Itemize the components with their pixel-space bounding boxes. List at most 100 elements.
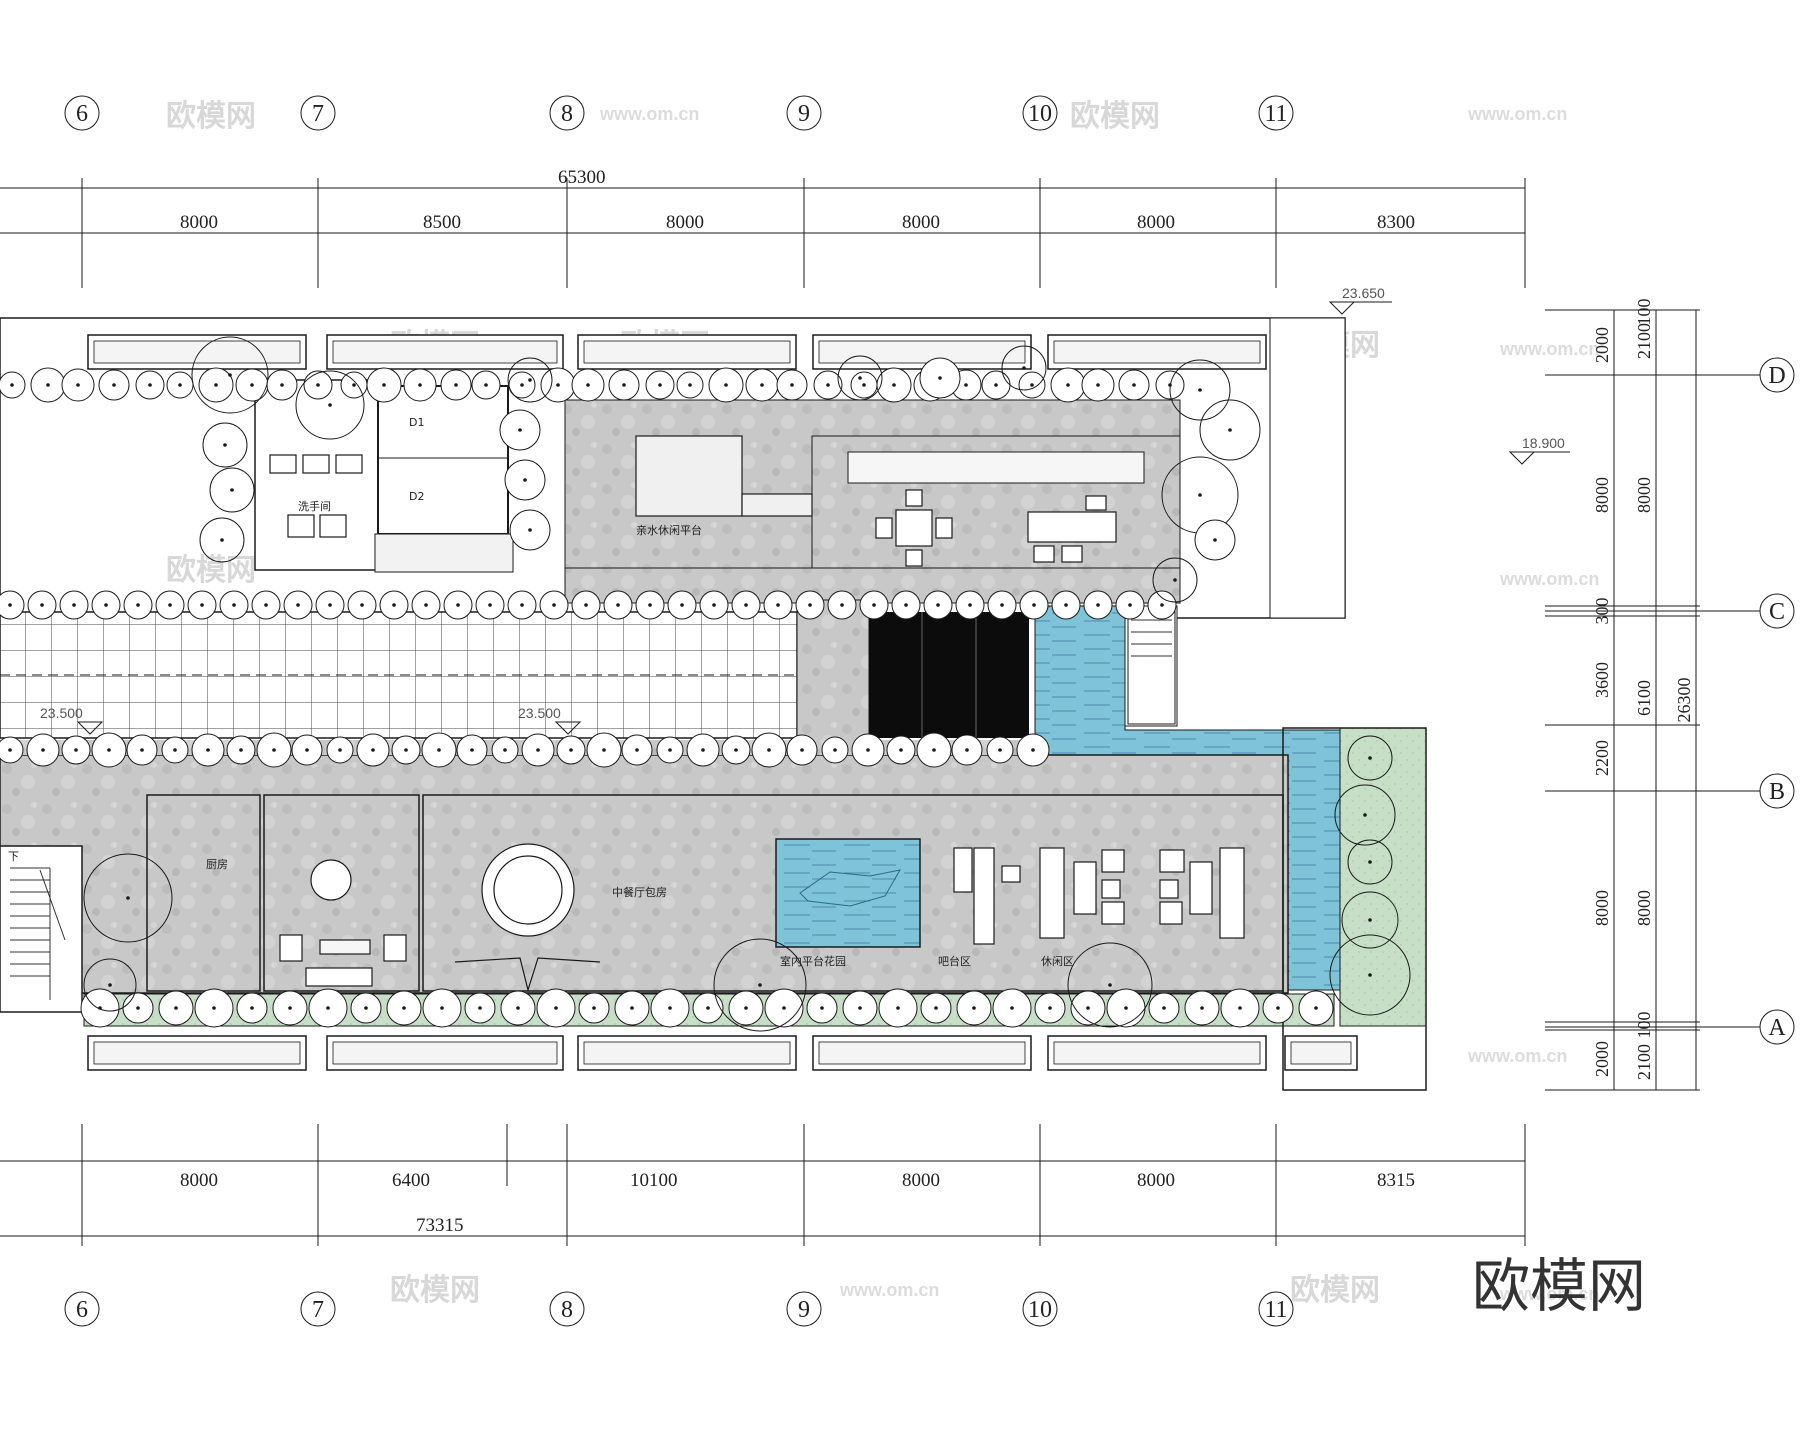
room-indoor-garden: 室内平台花园 [780,954,846,968]
right-dim-col1-0: 2000 [1592,327,1612,363]
axis-label: 11 [1264,1297,1287,1323]
axis-bubble-8: 8 [549,95,585,131]
tree [209,467,255,513]
axis-label: 7 [312,1297,324,1323]
top-dimension-labels: 65300 8000 8500 8000 8000 8000 8300 [180,167,1415,233]
top-span-6: 8300 [1377,212,1415,233]
room-kitchen: 厨房 [206,858,228,871]
tree [191,336,269,414]
axis-label: 10 [1028,1297,1052,1323]
tree [1169,359,1231,421]
row-axis-label: D [1768,363,1785,389]
axis-label: 7 [312,101,324,127]
tree [83,853,173,943]
row-axis-label: B [1769,779,1785,805]
tree [202,422,248,468]
room-d1: D1 [409,416,424,429]
tree [837,355,883,401]
watermark-brand: 欧模网 [1070,99,1160,134]
watermark-url: www.om.cn [1467,104,1567,124]
right-dim-col1-4: 2200 [1592,740,1612,776]
right-dimension-labels: 2000800030036002200800020001002100800061… [1545,299,1700,1091]
room-d2: D2 [409,490,424,503]
tree [295,370,365,440]
tree [0,590,25,620]
axis-label: 6 [76,101,88,127]
brand-watermark: 欧模网 [1472,1252,1646,1320]
axis-bubble-6: 6 [64,1291,100,1327]
stair-down-label: 下 [8,850,19,863]
top-span-5: 8000 [1137,212,1175,233]
right-dim-col1-3: 3600 [1592,662,1612,698]
bottom-span-3: 10100 [630,1170,678,1191]
watermark-brand: 欧模网 [166,99,256,134]
tree [199,517,245,563]
bottom-span-6: 8315 [1377,1170,1415,1191]
tree [1199,399,1261,461]
watermark-url: www.om.cn [1499,339,1599,359]
axis-bubble-7: 7 [300,1291,336,1327]
dimension-lines [0,187,1697,1237]
axis-label: 9 [798,101,810,127]
room-lounge-area: 休闲区 [1041,954,1074,968]
right-dim-col2-0: 100 [1634,299,1654,326]
tree [83,958,137,1012]
row-axis-bubble-D: D [1545,357,1795,393]
bottom-total-dim: 73315 [416,1215,464,1236]
right-dim-col2-1: 2100 [1634,323,1654,359]
axis-label: 8 [561,1297,573,1323]
room-waterside-terrace: 亲水休闲平台 [636,523,702,537]
watermark-brand: 欧模网 [1290,1273,1380,1308]
room-bar-area: 吧台区 [938,954,971,968]
tree [1341,891,1399,949]
trees [0,336,1411,1032]
room-washroom: 洗手间 [298,499,331,513]
tree [1001,345,1047,391]
tree [1347,735,1393,781]
building-floor [0,317,1427,1091]
elevation-left-corridor: 23.500 [40,705,83,721]
watermark-brand: 欧模网 [390,1273,480,1308]
tree [1334,784,1396,846]
tree [1152,557,1198,603]
tree [713,938,807,1032]
row-axis-bubble-A: A [1545,1009,1795,1045]
right-dim-col3-0: 26300 [1674,678,1694,723]
top-total-dim: 65300 [558,167,606,188]
axis-bubble-11: 11 [1258,1291,1294,1327]
right-dim-col2-6: 2100 [1634,1044,1654,1080]
top-span-2: 8500 [423,212,461,233]
row-axis-bubble-B: B [1545,773,1795,809]
top-span-3: 8000 [666,212,704,233]
right-dim-col2-2: 8000 [1634,477,1654,513]
tree [1347,839,1393,885]
room-dining-private: 中餐厅包房 [612,885,667,899]
right-dim-col1-6: 2000 [1592,1041,1612,1077]
axis-label: 11 [1264,101,1287,127]
elevation-roof-top: 23.650 [1342,285,1385,301]
axis-label: 6 [76,1297,88,1323]
axis-bubble-9: 9 [786,1291,822,1327]
bottom-span-5: 8000 [1137,1170,1175,1191]
watermark-url: www.om.cn [839,1280,939,1300]
axis-bubble-10: 10 [1022,1291,1058,1327]
bottom-span-2: 6400 [392,1170,430,1191]
right-dim-col2-5: 100 [1634,1012,1654,1039]
axis-label: 9 [798,1297,810,1323]
right-dim-col2-3: 6100 [1634,680,1654,716]
bottom-span-1: 8000 [180,1170,218,1191]
axis-bubble-9: 9 [786,95,822,131]
top-span-1: 8000 [180,212,218,233]
grid-lines [81,178,1526,1246]
axis-bubble-7: 7 [300,95,336,131]
watermark-url: www.om.cn [1499,1284,1599,1304]
elevation-marks: 23.650 18.900 23.500 23.500 [40,285,1570,735]
watermark-url: www.om.cn [1467,1046,1567,1066]
bottom-span-4: 8000 [902,1170,940,1191]
watermark-brand: 欧模网 [166,553,256,588]
watermark-url: www.om.cn [1499,569,1599,589]
axis-bubble-11: 11 [1258,95,1294,131]
tree [1329,934,1411,1016]
